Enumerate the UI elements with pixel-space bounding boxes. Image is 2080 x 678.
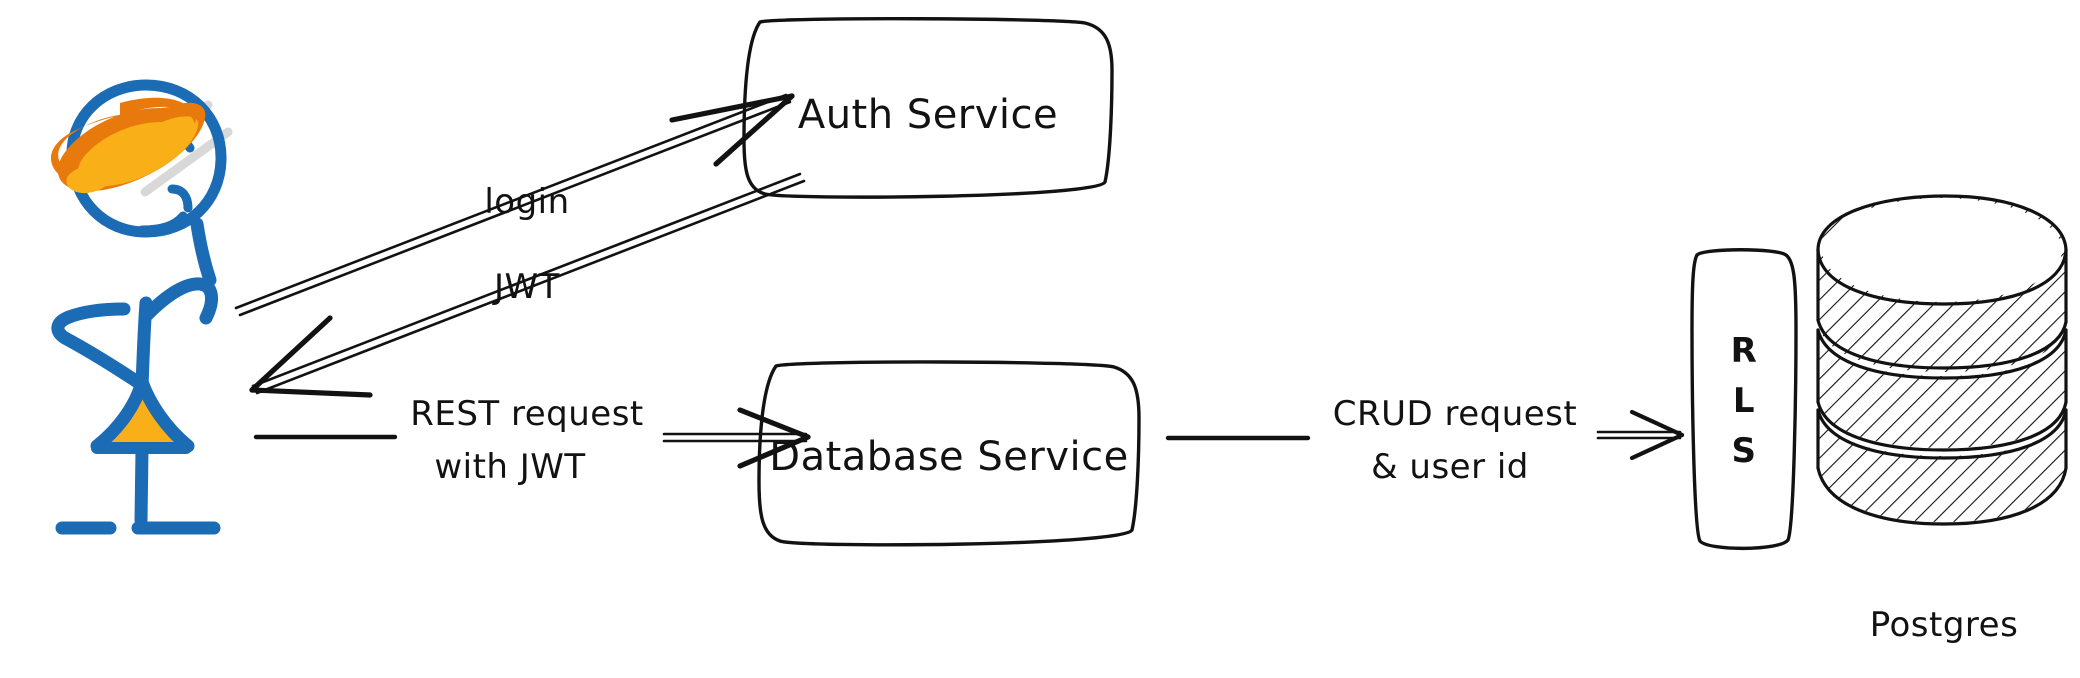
postgres-tier3-fill bbox=[1818, 410, 2066, 522]
nose-icon bbox=[167, 184, 193, 213]
skirt-right-icon bbox=[135, 375, 195, 453]
rest-arrowhead-upper bbox=[737, 407, 811, 440]
edge-jwt bbox=[249, 172, 806, 398]
jwt-line-a bbox=[251, 172, 802, 388]
edge-crud-request bbox=[1165, 409, 1685, 461]
rest-arrowhead-lower bbox=[737, 434, 811, 469]
edge-label-crud-line2: & user id bbox=[1371, 447, 1529, 487]
postgres-top-ellipse-lower bbox=[1816, 248, 2068, 306]
hat-bow-yellow bbox=[66, 163, 116, 194]
user-stick-figure bbox=[50, 79, 233, 535]
postgres-tier1-bottom-arc bbox=[1816, 318, 2068, 370]
postgres-caption: Postgres bbox=[1870, 605, 2019, 645]
jwt-arrowhead-lower bbox=[249, 387, 373, 398]
edge-rest-request bbox=[253, 407, 811, 469]
node-database-service[interactable] bbox=[757, 360, 1141, 547]
arm-right-icon bbox=[141, 277, 218, 325]
jwt-arrowhead-upper bbox=[249, 315, 333, 393]
edge-label-jwt: JWT bbox=[492, 267, 560, 307]
edge-label-crud-line1: CRUD request bbox=[1333, 394, 1577, 434]
login-line-b bbox=[238, 100, 792, 317]
postgres-tier2-fill bbox=[1818, 330, 2066, 448]
crud-arrowhead-upper bbox=[1629, 409, 1685, 438]
jwt-line-b bbox=[255, 179, 806, 395]
rls-letter-s: S bbox=[1732, 431, 1757, 471]
postgres-tier2-top-arc bbox=[1816, 328, 2068, 380]
edge-login bbox=[234, 93, 795, 317]
rls-box bbox=[1690, 248, 1798, 551]
postgres-tier1-top-arc bbox=[1816, 194, 2068, 252]
node-postgres[interactable] bbox=[1816, 194, 2068, 526]
database-service-box bbox=[757, 360, 1141, 547]
leg-icon bbox=[134, 443, 149, 527]
hat-highlight bbox=[120, 97, 196, 124]
login-line-a bbox=[234, 93, 788, 310]
crud-arrowhead-lower bbox=[1629, 432, 1685, 461]
mouth-icon bbox=[137, 211, 188, 235]
login-arrowhead-lower bbox=[713, 93, 795, 167]
node-rls[interactable] bbox=[1690, 248, 1798, 551]
arm-left-icon bbox=[51, 302, 149, 392]
database-service-label: Database Service bbox=[769, 434, 1128, 480]
login-arrowhead-upper bbox=[669, 93, 795, 123]
rls-letter-l: L bbox=[1733, 381, 1755, 421]
neck-icon bbox=[190, 217, 217, 287]
head-icon bbox=[66, 79, 227, 238]
edge-label-login: login bbox=[484, 182, 569, 222]
postgres-tier3-top-arc bbox=[1816, 408, 2068, 460]
auth-service-label: Auth Service bbox=[798, 92, 1058, 138]
postgres-tier2-bottom-arc bbox=[1816, 400, 2068, 452]
postgres-top-face bbox=[1822, 198, 2062, 302]
edge-label-rest-line1: REST request bbox=[410, 394, 644, 434]
edge-label-rest-line2: with JWT bbox=[434, 447, 585, 487]
rls-letter-r: R bbox=[1731, 331, 1758, 371]
postgres-bottom-arc bbox=[1816, 466, 2068, 526]
